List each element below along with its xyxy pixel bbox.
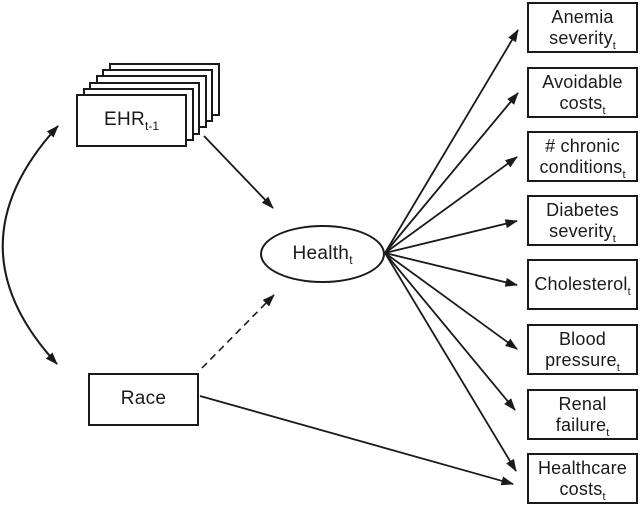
edge-health-anemia-severity	[384, 29, 519, 254]
health-node-label: Healtht	[292, 242, 353, 267]
outcome-label-subscript: t	[612, 232, 616, 245]
outcome-label: Blood pressuret	[545, 328, 620, 374]
outcome-label-text: Anemia severity	[549, 6, 614, 48]
outcome-box-blood-pressure: Blood pressuret	[527, 324, 638, 375]
edges-health-to-outcomes	[384, 29, 519, 472]
outcome-label: Cholesterolt	[534, 274, 631, 298]
outcome-box-anemia-severity: Anemia severityt	[527, 2, 638, 53]
outcome-label-subscript: t	[616, 361, 620, 374]
edge-ehr-race-covariance	[1, 125, 59, 365]
outcome-label-text: # chronic conditions	[539, 135, 623, 177]
outcome-label-subscript: t	[602, 490, 606, 503]
edge-health-chronic-conditions	[384, 156, 518, 254]
edge-health-avoidable-costs	[384, 92, 519, 254]
edge-health-healthcare-costs	[384, 252, 517, 472]
outcome-label-subscript: t	[602, 104, 606, 117]
outcome-label-subscript: t	[622, 168, 626, 181]
outcome-label-text: Blood pressure	[545, 328, 617, 370]
outcome-label: # chronic conditionst	[539, 135, 626, 181]
race-node-label: Race	[120, 388, 167, 410]
outcome-label: Anemia severityt	[549, 6, 616, 52]
health-node: Healtht	[260, 225, 385, 283]
outcome-box-healthcare-costs: Healthcare costst	[527, 453, 638, 504]
ehr-label-subscript: t-1	[145, 119, 160, 134]
health-label-text: Health	[292, 242, 350, 264]
outcome-box-diabetes-severity: Diabetes severityt	[527, 195, 638, 246]
ehr-label-text: EHR	[103, 109, 145, 131]
outcome-box-chronic-conditions: # chronic conditionst	[527, 131, 638, 182]
outcome-label-subscript: t	[612, 39, 616, 52]
edge-health-blood-pressure	[384, 252, 518, 350]
outcome-box-avoidable-costs: Avoidable costst	[527, 67, 638, 118]
ehr-node: EHRt-1	[76, 94, 187, 147]
edge-race-healthcare-costs	[199, 395, 514, 486]
ehr-node-label: EHRt-1	[103, 109, 160, 134]
outcome-label-text: Renal failure	[555, 393, 607, 435]
outcome-label-text: Cholesterol	[534, 274, 628, 294]
health-label-subscript: t	[349, 252, 353, 267]
edge-ehr-health	[203, 135, 274, 209]
outcome-box-cholesterol: Cholesterolt	[527, 259, 638, 310]
edge-health-cholesterol	[384, 252, 518, 287]
outcome-label: Healthcare costst	[537, 457, 628, 503]
race-label-text: Race	[120, 388, 167, 410]
outcome-label-subscript: t	[627, 286, 631, 298]
outcome-label: Diabetes severityt	[546, 199, 619, 245]
edge-race-health-dashed	[201, 294, 275, 369]
edge-health-renal-failure	[384, 252, 516, 411]
edge-health-diabetes-severity	[384, 219, 518, 254]
outcome-label-text: Diabetes severity	[546, 199, 619, 241]
outcome-label-subscript: t	[606, 426, 610, 439]
race-node: Race	[88, 373, 199, 426]
outcome-label-text: Avoidable costs	[542, 71, 623, 113]
outcome-label: Avoidable costst	[542, 71, 623, 117]
outcome-box-renal-failure: Renal failuret	[527, 389, 638, 440]
outcome-label-text: Healthcare costs	[537, 457, 628, 499]
outcome-label: Renal failuret	[555, 393, 610, 439]
